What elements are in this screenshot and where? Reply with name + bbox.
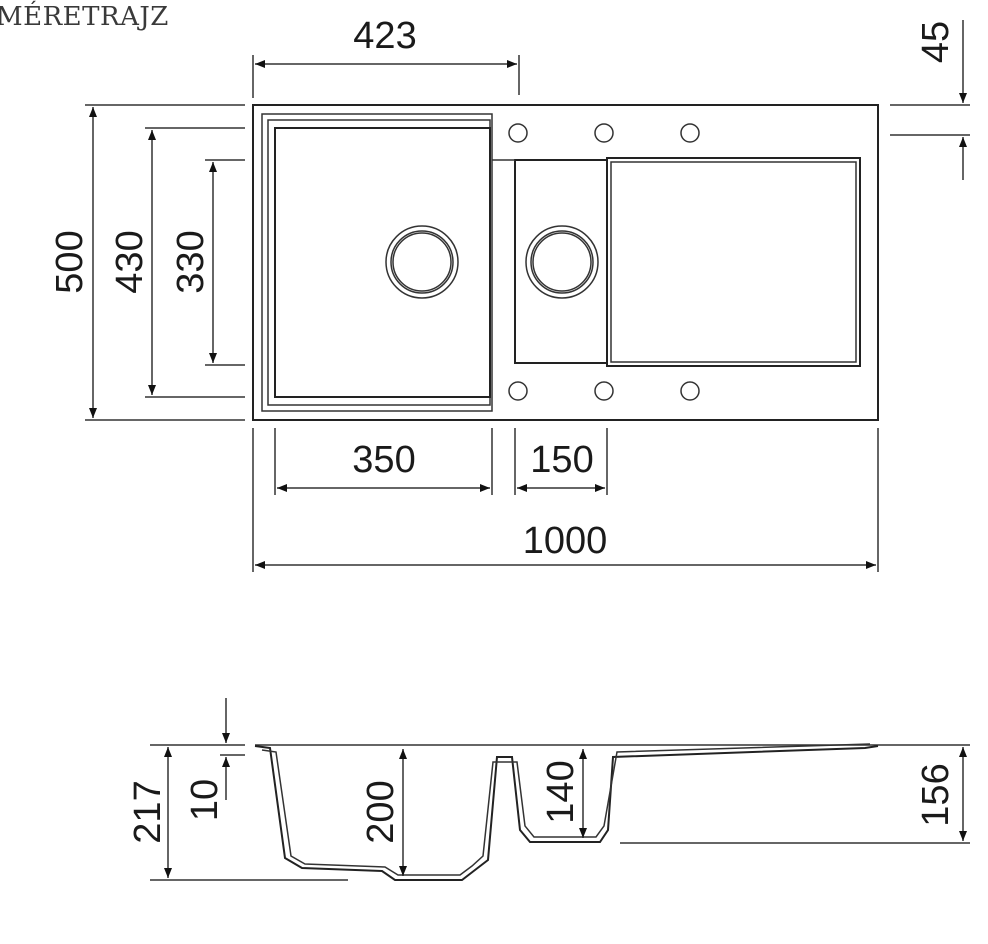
dim-label-10: 10	[184, 779, 226, 821]
dim-label-423: 423	[353, 15, 416, 57]
dim-label-200: 200	[360, 780, 402, 843]
drainer	[606, 157, 861, 367]
dim-label-45: 45	[915, 21, 957, 63]
drawing-title: MÉRETRAJZ	[0, 2, 169, 32]
dim-label-140: 140	[540, 760, 582, 823]
dim-label-217: 217	[127, 780, 169, 843]
main-bowl-rim	[261, 113, 493, 412]
dim-label-156: 156	[915, 763, 957, 826]
dim-label-430: 430	[109, 230, 151, 293]
dim-label-150: 150	[530, 439, 593, 481]
drain-icon	[385, 225, 459, 299]
tap-holes	[508, 123, 700, 401]
dim-label-330: 330	[170, 230, 212, 293]
drain-icon	[525, 225, 599, 299]
side-view: 217 10 200 140 156	[127, 698, 970, 881]
dim-label-500: 500	[49, 230, 91, 293]
sink-profile	[254, 745, 879, 881]
top-view: 423 45 500 430 330 350 150 1000	[49, 15, 970, 572]
sink-outline	[252, 104, 879, 421]
dim-label-1000: 1000	[523, 520, 608, 562]
dim-label-350: 350	[352, 439, 415, 481]
main-bowl	[274, 127, 491, 398]
